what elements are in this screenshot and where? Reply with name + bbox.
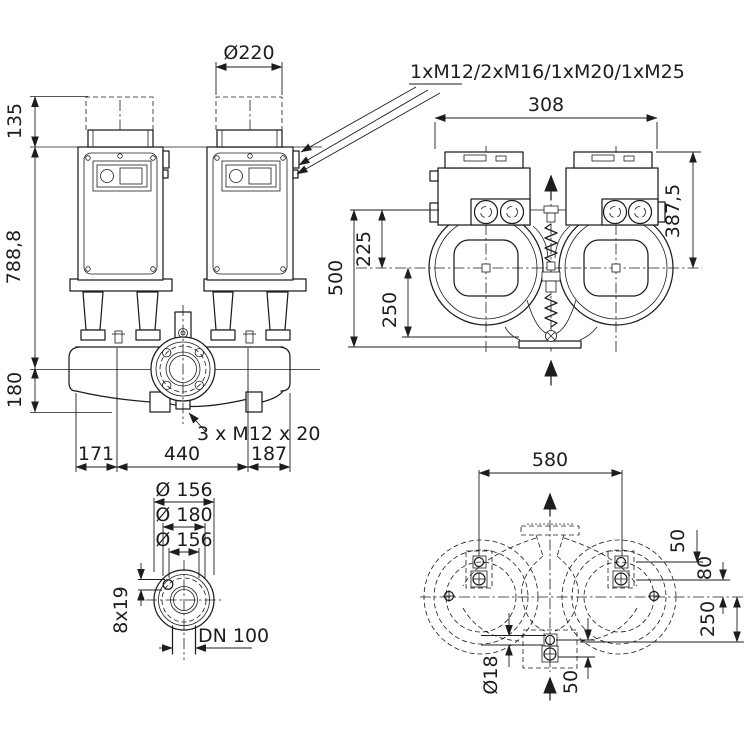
motor-flange-right [203, 278, 307, 292]
volute-hidden [462, 523, 638, 642]
front-view: Ø220 135 788,8 180 171 440 187 3 x M12 x… [3, 42, 685, 472]
side-dimensions: 308 387,5 500 225 250 [325, 94, 701, 348]
dim-nominal-dia: DN 100 [198, 625, 269, 647]
base-plate [518, 340, 582, 349]
module-cap [216, 129, 283, 148]
side-module-right [565, 151, 666, 226]
module-cap [573, 151, 653, 169]
dim-hole-dia: Ø18 [480, 655, 502, 694]
dim-hole-offset: 50 [667, 529, 689, 553]
dim-foot-spacing: 580 [532, 449, 568, 471]
display-window [248, 167, 272, 185]
dim-total-height: 788,8 [3, 230, 25, 284]
center-valve-assembly [530, 205, 566, 328]
foot-hole [544, 634, 556, 646]
holding-bolt [243, 330, 256, 344]
dim-bolt-circle-dia: Ø 180 [155, 504, 212, 526]
volute-foot-right [245, 391, 263, 413]
module-cap [444, 151, 524, 169]
side-module-left [429, 151, 531, 226]
dim-box-to-axis: 225 [353, 231, 375, 267]
bolt-hole [162, 380, 172, 390]
dim-right-span: 187 [251, 443, 287, 465]
fan-guard-mesh [583, 239, 649, 297]
bolt-hole [162, 348, 172, 358]
top-dimensions: 580 50 80 250 Ø18 50 [478, 449, 744, 695]
clearance-box-left [85, 96, 154, 130]
top-view: 580 50 80 250 Ø18 50 [420, 449, 745, 701]
fan-plate [601, 198, 659, 226]
cooling-fan [499, 199, 525, 225]
dim-left-span: 171 [78, 443, 114, 465]
display-panel [92, 160, 152, 192]
dim-axis-to-front-foot: 250 [697, 601, 719, 637]
front-flange [150, 305, 216, 424]
volute-side [504, 225, 598, 349]
cable-gland-tab [429, 170, 439, 182]
motor-flange-left [69, 278, 173, 292]
clearance-box-right [215, 96, 283, 130]
bolt-hole [194, 348, 204, 358]
control-knob [100, 169, 114, 183]
spring [544, 293, 558, 328]
callout-cable-glands: 1xM12/2xM16/1xM20/1xM25 [410, 61, 685, 83]
cable-gland-tab [292, 150, 300, 169]
foot-hole [473, 556, 485, 568]
dim-axis-offset: 80 [694, 556, 716, 580]
module-right [206, 129, 300, 281]
dim-support-dia: Ø 156 [155, 479, 212, 501]
dim-inner-dia: Ø 156 [155, 529, 212, 551]
flange-detail-view: Ø 156 Ø 180 Ø 156 8x19 DN 100 [110, 479, 269, 660]
dim-top-to-axis: 387,5 [662, 184, 684, 238]
foot-rear-left [465, 550, 493, 589]
foot-rear-right [607, 550, 635, 589]
control-knob [229, 169, 243, 183]
foot-front [522, 629, 578, 669]
cable-gland-tab [429, 202, 439, 223]
fan-guard-mesh [453, 239, 519, 297]
dim-axis-to-base: 180 [4, 372, 26, 408]
side-view: 308 387,5 500 225 250 [325, 94, 702, 386]
cable-gland-tab [162, 169, 169, 179]
cooling-fan [602, 199, 628, 225]
dim-mid-span: 440 [164, 443, 200, 465]
motor-outlines-hidden [423, 539, 677, 655]
bolt-hole [162, 579, 174, 590]
dim-front-hole-offset: 50 [560, 670, 582, 694]
holding-bolt [112, 330, 125, 344]
dim-axis-to-foot: 250 [379, 292, 401, 328]
dim-width: 308 [528, 94, 564, 116]
lantern-front [80, 291, 291, 344]
cable-gland-tab [162, 150, 170, 169]
callout-tapped-holes: 3 x M12 x 20 [197, 423, 320, 445]
bolt-circle [161, 577, 207, 623]
bolt-hole [194, 380, 204, 390]
module-left [77, 129, 170, 281]
dim-height: 500 [325, 260, 347, 296]
dim-clearance-dia: Ø220 [223, 42, 274, 64]
module-cap [87, 129, 154, 148]
dim-removal-height: 135 [4, 103, 26, 139]
display-window [119, 167, 143, 185]
foot-hole [615, 556, 627, 568]
dim-bolt-holes: 8x19 [110, 586, 132, 634]
cooling-fan [473, 199, 499, 225]
flange-dimensions: Ø 156 Ø 180 Ø 156 8x19 DN 100 [110, 479, 269, 652]
pipe-flange-top [520, 525, 580, 536]
spring [544, 223, 558, 263]
cooling-fan [627, 199, 653, 225]
gland-callout: 1xM12/2xM16/1xM20/1xM25 [296, 61, 685, 175]
front-dimensions: Ø220 135 788,8 180 171 440 187 3 x M12 x… [3, 42, 320, 472]
display-panel [221, 160, 281, 192]
